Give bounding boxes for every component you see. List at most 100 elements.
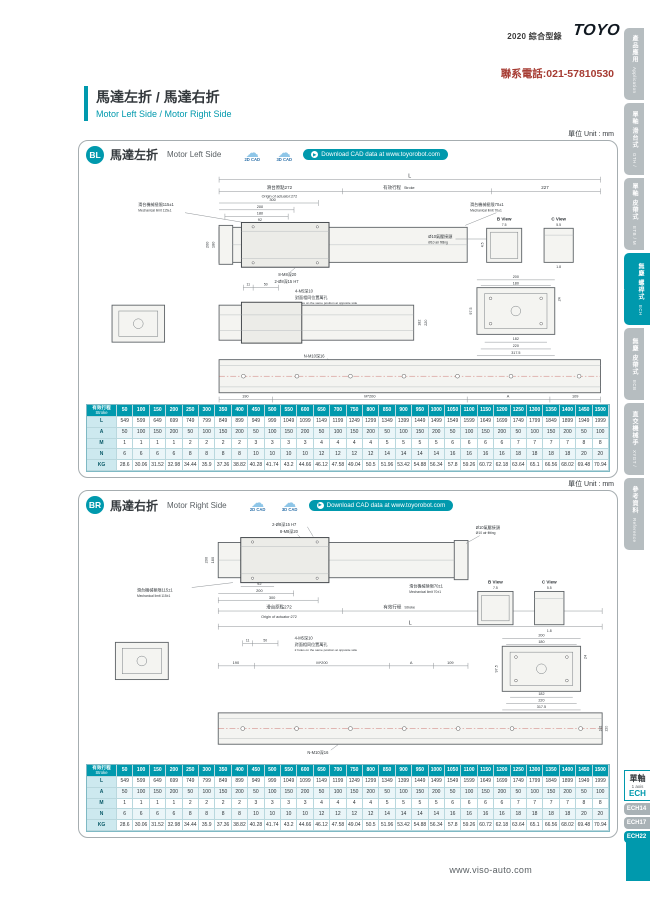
table-cell: 50	[117, 787, 134, 799]
b-view-label: B View	[497, 216, 512, 221]
page-title-block: 馬達左折 / 馬達右折 Motor Left Side / Motor Righ…	[84, 86, 232, 121]
cad-3d-button[interactable]: ☁ 3D CAD	[271, 146, 297, 162]
table-cell: 63.64	[510, 820, 527, 831]
table-cell: 50	[182, 427, 199, 439]
table-cell: 999	[264, 417, 281, 428]
play-icon: ▶	[311, 151, 319, 159]
table-cell: 849	[215, 417, 232, 428]
table-row-label: L	[87, 417, 117, 428]
section-badge-br: BR	[86, 496, 104, 514]
table-header-cell: 900	[395, 765, 413, 778]
table-cell: 150	[149, 427, 167, 439]
table-cell: 100	[592, 787, 609, 799]
table-cell: 1199	[330, 777, 347, 788]
table-cell: 43.2	[280, 460, 298, 471]
dim-label: 220	[424, 319, 428, 325]
nav-tab-ech14[interactable]: ECH14	[624, 803, 650, 815]
table-cell: 50	[117, 427, 134, 439]
table-cell: 200	[494, 787, 511, 799]
bl-bottom-dims: 190 M*200 A 109	[218, 393, 601, 403]
dim-label: M*200	[364, 393, 375, 398]
sidebar-tab-etb-m[interactable]: 單軸 皮帶式 ETB / M	[624, 178, 644, 250]
table-cell: 899	[231, 777, 249, 788]
table-cell: 65.1	[526, 820, 544, 831]
table-cell: 54.88	[412, 460, 429, 471]
table-row-label: M	[87, 798, 117, 810]
table-header-cell: 550	[280, 765, 298, 778]
sidebar-tab-reference[interactable]: 參考資料 Reference	[624, 478, 644, 550]
nav-tab-ech17[interactable]: ECH17	[624, 817, 650, 829]
table-cell: 8	[182, 449, 199, 461]
download-cad-button[interactable]: ▶ Download CAD data at www.toyorobot.com	[308, 499, 454, 511]
table-cell: 7	[510, 438, 527, 450]
sidebar-tab-application[interactable]: 產品應用 Application	[624, 28, 644, 100]
table-row-label: KG	[87, 460, 117, 471]
air-fitting-label: Ø10氣壓接頭	[476, 524, 500, 530]
dim-label: 220	[605, 726, 609, 732]
table-cell: 6	[166, 449, 183, 461]
dim-label: 190	[242, 393, 248, 398]
table-header-cell: 700	[330, 765, 347, 778]
sidebar-tab-ecb[interactable]: 無塵 皮帶式 ECB	[624, 328, 644, 400]
table-cell: 150	[215, 787, 232, 799]
cad-3d-label: 3D CAD	[276, 156, 293, 162]
table-header-cell: 350	[215, 765, 232, 778]
table-cell: 1199	[330, 417, 347, 428]
table-cell: 8	[231, 809, 249, 821]
table-cell: 8	[231, 449, 249, 461]
table-cell: 14	[379, 449, 396, 461]
table-cell: 50	[444, 427, 462, 439]
table-cell: 50	[182, 787, 199, 799]
table-header-cell: 50	[117, 405, 134, 418]
table-cell: 50	[248, 787, 265, 799]
table-cell: 1349	[379, 417, 396, 428]
table-cell: 8	[592, 438, 609, 450]
table-cell: 2	[231, 438, 249, 450]
table-cell: 20	[592, 449, 609, 461]
table-cell: 599	[133, 417, 150, 428]
table-cell: 62.18	[494, 820, 511, 831]
table-cell: 14	[395, 449, 413, 461]
table-cell: 6	[117, 809, 134, 821]
unit-note-br: 單位 Unit : mm	[568, 481, 614, 488]
table-header-cell: 450	[248, 405, 265, 418]
table-cell: 10	[264, 449, 281, 461]
table-header-cell: 400	[231, 405, 249, 418]
bl-elevation-view: 182 220	[218, 301, 428, 344]
dim-label: 50	[264, 283, 268, 287]
section-title-en: Motor Left Side	[167, 150, 222, 160]
c-view-label: C View	[542, 580, 557, 585]
table-cell: 16	[444, 809, 462, 821]
dim-label: 滑台原點272	[267, 184, 293, 191]
dim-label: 220	[513, 344, 519, 348]
table-cell: 1249	[346, 777, 363, 788]
table-cell: 31.52	[149, 460, 167, 471]
table-cell: 69.48	[576, 460, 593, 471]
table-cell: 549	[117, 417, 134, 428]
sidebar-tab-xy-robots[interactable]: 直交機械手 XYGT / XYTH / XYTB	[624, 403, 644, 475]
table-cell: 50	[510, 787, 527, 799]
section-header: BR 馬達右折 Motor Right Side ☁ 2D CAD ☁ 3D C…	[86, 495, 610, 515]
table-cell: 1249	[346, 417, 363, 428]
table-header-cell: 1350	[543, 765, 560, 778]
cad-2d-button[interactable]: ☁ 2D CAD	[239, 146, 265, 162]
dim-label: 200	[513, 275, 519, 279]
table-cell: 150	[543, 427, 560, 439]
download-cad-button[interactable]: ▶ Download CAD data at www.toyorobot.com	[303, 149, 448, 161]
tab-label-zh: 直交機械手	[631, 410, 637, 446]
sidebar-tab-ech-series[interactable]: 無塵 螺桿式 ECH Series	[624, 253, 650, 325]
table-cell: 100	[198, 787, 216, 799]
table-cell: 20	[576, 449, 593, 461]
cad-2d-button[interactable]: ☁ 2D CAD	[245, 496, 271, 512]
table-cell: 1	[166, 438, 183, 450]
table-cell: 6	[117, 449, 134, 461]
sidebar-tab-gth-gty-eth[interactable]: 單軸 滑台式 GTH / GTY / ETH / Y	[624, 103, 644, 175]
table-cell: 150	[346, 427, 363, 439]
cad-3d-button[interactable]: ☁ 3D CAD	[277, 496, 303, 512]
table-cell: 3	[264, 438, 281, 450]
table-cell: 899	[231, 417, 249, 428]
table-cell: 200	[428, 427, 445, 439]
table-row-label: L	[87, 777, 117, 788]
